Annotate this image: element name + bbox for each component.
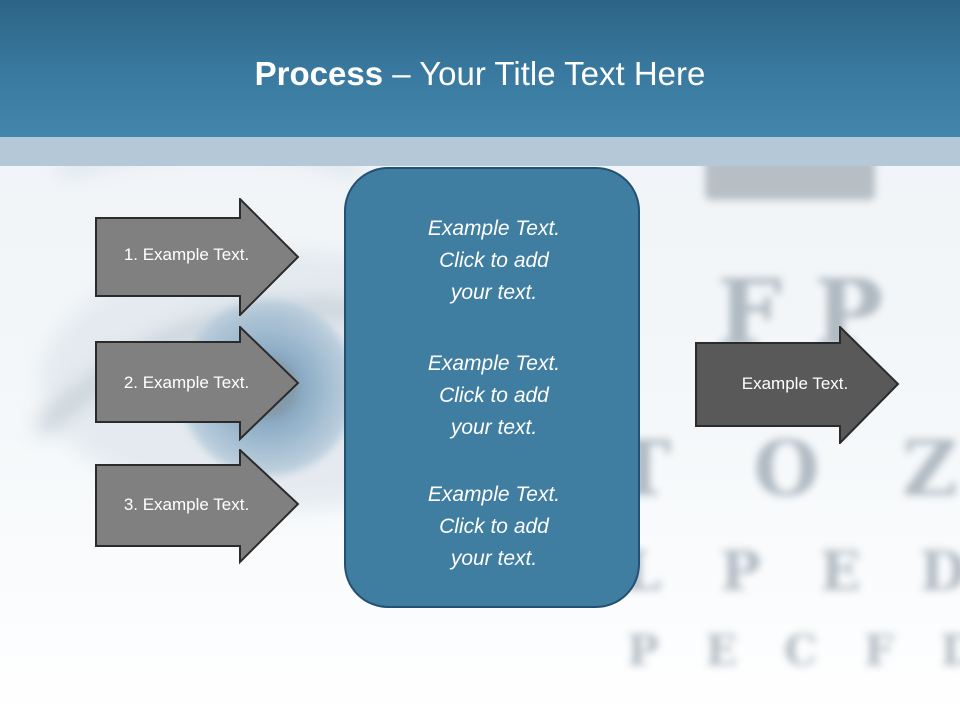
step-label: 3. Example Text. xyxy=(123,495,250,514)
text-line: your text. xyxy=(450,547,538,570)
result-arrow[interactable]: Example Text. xyxy=(695,324,900,446)
text-line: Click to add xyxy=(439,249,549,272)
text-line: Example Text. xyxy=(427,352,561,375)
title-bar xyxy=(0,0,960,137)
chart-row-5: P E C F D xyxy=(627,626,960,675)
arrow-right-icon xyxy=(95,326,300,442)
text-line: Example Text. xyxy=(427,483,561,506)
text-line: your text. xyxy=(450,281,538,304)
text-line: Click to add xyxy=(439,515,549,538)
text-line: your text. xyxy=(450,416,538,439)
text-line: Example Text. xyxy=(427,217,561,240)
center-paragraph-3: Example Text. Click to add your text. xyxy=(346,479,642,575)
slide-title[interactable]: Process – Your Title Text Here xyxy=(0,50,960,98)
title-bold: Process xyxy=(254,55,384,92)
step-arrow-1[interactable]: 1. Example Text. xyxy=(95,198,300,316)
step-arrow-3[interactable]: 3. Example Text. xyxy=(95,449,300,567)
chart-row-4: L P E D xyxy=(624,539,960,603)
chart-row-3: T O Z xyxy=(614,424,960,513)
arrow-right-icon xyxy=(95,198,300,316)
text-line: Click to add xyxy=(439,384,549,407)
center-paragraph-1: Example Text. Click to add your text. xyxy=(346,213,642,309)
result-label: Example Text. xyxy=(741,374,849,393)
title-strip xyxy=(0,137,960,166)
step-arrow-2[interactable]: 2. Example Text. xyxy=(95,326,300,444)
arrow-right-icon xyxy=(95,449,300,565)
arrow-right-icon xyxy=(695,324,900,446)
step-label: 1. Example Text. xyxy=(123,245,250,264)
center-process-box[interactable]: Example Text. Click to add your text. Ex… xyxy=(344,167,640,608)
title-rest: – Your Title Text Here xyxy=(383,55,706,92)
step-label: 2. Example Text. xyxy=(123,373,250,392)
center-paragraph-2: Example Text. Click to add your text. xyxy=(346,348,642,444)
